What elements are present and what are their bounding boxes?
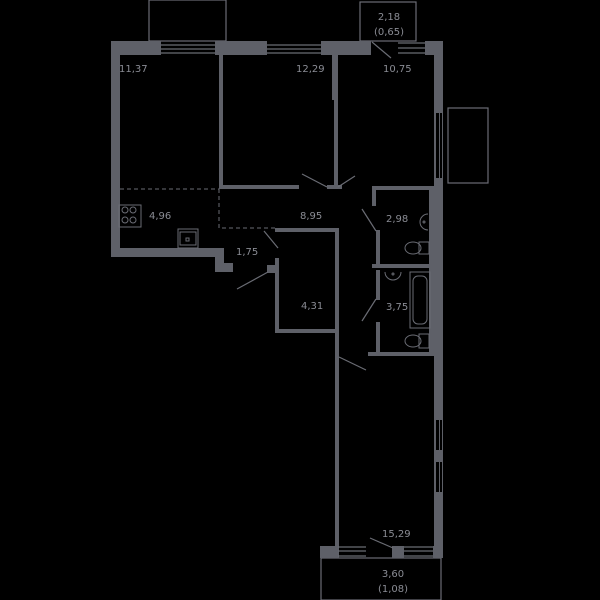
wall-bath2-left — [376, 322, 380, 355]
wall-bath1-left — [376, 230, 380, 267]
wall-storage-left — [275, 258, 279, 333]
wall-bed2-bed3 — [334, 55, 338, 188]
wall-right — [434, 41, 443, 558]
balcony-top-left-outline — [148, 0, 227, 42]
wall-bottom-2 — [392, 546, 404, 558]
wall-storage-stub — [267, 265, 279, 273]
window-top-1 — [161, 44, 215, 54]
wall-kitchen-bottom — [111, 248, 221, 257]
room-area-storage: 4,31 — [301, 301, 323, 312]
balcony-top-reduced: (0,65) — [374, 27, 404, 38]
balcony-bottom-outline — [320, 557, 442, 600]
window-bottom-2 — [404, 546, 433, 557]
wall-bath-divider — [372, 264, 434, 268]
wall-top-3 — [321, 41, 371, 55]
wall-bottom-3 — [433, 546, 443, 558]
balcony-bottom-area: 3,60 — [382, 569, 404, 580]
room-area-kitchen: 4,96 — [149, 211, 171, 222]
room-area-bedroom-2: 12,29 — [296, 64, 325, 75]
wall-notch-2 — [215, 263, 233, 272]
wall-bath1-left-top — [372, 186, 376, 206]
room-area-bedroom-3: 10,75 — [383, 64, 412, 75]
balcony-side-outline — [447, 107, 489, 184]
wall-bed3-bottom — [327, 185, 342, 189]
window-right-1 — [436, 113, 439, 178]
balcony-bottom-reduced: (1,08) — [378, 584, 408, 595]
washbasin-icon — [384, 271, 402, 281]
window-bottom-1 — [338, 546, 366, 557]
wall-bottom-1 — [320, 546, 338, 558]
wall-bed2-bottom — [219, 185, 299, 189]
balcony-top-right-outline — [359, 1, 417, 42]
stove-icon — [118, 204, 142, 228]
door-balcony-top[interactable] — [371, 41, 392, 59]
window-right-3 — [436, 462, 439, 492]
door-corridor[interactable] — [263, 230, 279, 249]
window-top-2 — [267, 44, 321, 54]
window-right-1b — [440, 113, 442, 178]
door-bed3[interactable] — [337, 175, 356, 188]
room-area-hall: 8,95 — [300, 211, 322, 222]
room-area-corridor: 1,75 — [236, 247, 258, 258]
balcony-top-area: 2,18 — [378, 12, 400, 23]
door-storage[interactable] — [236, 271, 269, 290]
door-bath2[interactable] — [361, 298, 377, 322]
bathtub-icon — [409, 271, 431, 329]
toilet-icon — [404, 241, 430, 255]
toilet-icon — [404, 333, 430, 349]
washbasin-icon — [419, 213, 429, 231]
door-balcony-bottom[interactable] — [369, 537, 394, 549]
wall-living-left — [335, 228, 339, 558]
wall-bath2-left-top — [376, 270, 380, 300]
door-bath1[interactable] — [361, 208, 377, 232]
window-top-3 — [398, 42, 425, 54]
wall-bath2-bottom — [368, 352, 434, 356]
wall-top-2 — [215, 41, 267, 55]
wall-bath1-top — [372, 186, 434, 190]
wall-notch-1 — [215, 248, 224, 272]
wall-storage-bottom — [275, 329, 339, 333]
wall-bed1-bed2 — [219, 55, 223, 188]
wall-bath-right — [429, 186, 434, 356]
wall-top-1 — [111, 41, 161, 55]
window-right-3b — [440, 462, 442, 492]
room-area-bathroom-1: 2,98 — [386, 214, 408, 225]
wall-left — [111, 41, 120, 256]
window-right-2b — [440, 420, 442, 450]
door-bed2[interactable] — [301, 173, 328, 188]
window-right-2 — [436, 420, 439, 450]
room-area-bedroom-1: 11,37 — [119, 64, 148, 75]
door-living[interactable] — [338, 356, 367, 371]
room-area-living-room: 15,29 — [382, 529, 411, 540]
room-area-bathroom-2: 3,75 — [386, 302, 408, 313]
sink-icon — [177, 228, 199, 249]
wall-storage-top — [275, 228, 339, 232]
